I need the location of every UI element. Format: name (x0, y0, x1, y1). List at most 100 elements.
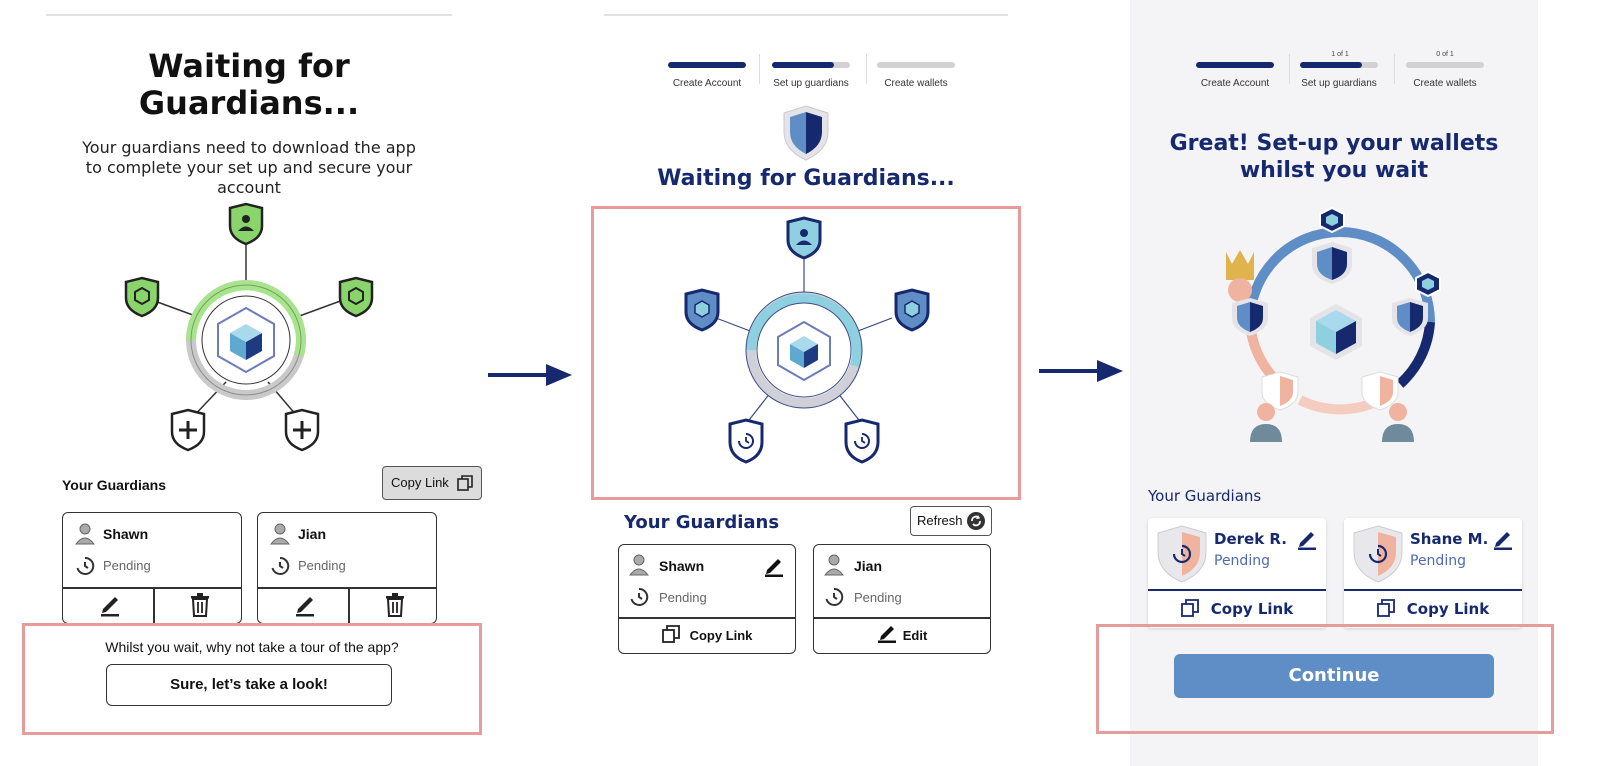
top-divider (46, 14, 452, 16)
edit-pencil-icon (877, 626, 896, 643)
card-divider (814, 617, 990, 619)
pending-clock-icon (271, 556, 290, 575)
step-count: 0 of 1 (1436, 51, 1454, 58)
trash-icon[interactable] (384, 593, 406, 617)
tour-prompt: Whilst you wait, why not take a tour of … (105, 639, 399, 655)
copy-icon (1180, 599, 1199, 617)
step-progress-fill (772, 62, 834, 68)
pending-clock-icon (630, 587, 649, 606)
trash-icon[interactable] (189, 593, 211, 617)
pending-clock-icon (825, 587, 844, 606)
highlight-box (22, 623, 482, 735)
guardian-card: Shane M. Pending Copy Link (1344, 518, 1522, 628)
user-icon (270, 523, 290, 545)
card-divider (258, 587, 436, 589)
step-label: Set up guardians (773, 78, 849, 89)
flow-arrow-icon (1039, 360, 1123, 382)
guardian-status: Pending (854, 590, 902, 605)
edit-label: Edit (902, 628, 928, 643)
card-divider (153, 587, 155, 623)
copy-icon (1376, 599, 1395, 617)
edit-button[interactable]: Edit (814, 619, 990, 653)
guardian-card: Jian Pending (257, 512, 437, 624)
user-icon (629, 554, 649, 576)
copy-icon (661, 625, 680, 643)
step-count: 1 of 1 (1331, 51, 1349, 58)
guardian-name: Derek R. (1214, 530, 1287, 548)
guardian-active-shield-icon (228, 202, 264, 246)
take-tour-button[interactable]: Sure, let’s take a look! (106, 664, 392, 706)
card-divider (348, 587, 350, 623)
refresh-button[interactable]: Refresh (910, 506, 992, 536)
guardian-card: Shawn Pending (62, 512, 242, 624)
copy-link-label: Copy Link (391, 475, 449, 490)
step-label: Create wallets (1413, 78, 1477, 89)
guardian-name: Shane M. (1410, 530, 1489, 548)
guardian-card: Jian Pending Edit (813, 544, 991, 654)
copy-link-button[interactable]: Copy Link (619, 619, 795, 653)
guardian-status: Pending (659, 590, 707, 605)
step-separator (1289, 54, 1290, 84)
step-progress-bar (1196, 62, 1274, 68)
copy-link-label: Copy Link (1406, 600, 1490, 618)
continue-button[interactable]: Continue (1174, 654, 1494, 698)
step-separator (866, 54, 867, 84)
guardian-status: Pending (1214, 553, 1270, 569)
page-title: Waiting for Guardians... (657, 166, 955, 191)
step-progress-fill (1300, 62, 1362, 68)
guardians-heading: Your Guardians (624, 512, 780, 533)
refresh-label: Refresh (917, 513, 963, 528)
step-progress-bar (668, 62, 746, 68)
guardian-card: Derek R. Pending Copy Link (1148, 518, 1326, 628)
edit-pencil-icon[interactable] (1296, 528, 1318, 550)
guardians-heading: Your Guardians (62, 477, 166, 493)
user-icon (824, 554, 844, 576)
crown-icon (1226, 250, 1254, 302)
user-icon (75, 523, 95, 545)
guardian-network-illustration (124, 202, 374, 452)
step-separator (1394, 54, 1395, 84)
copy-link-button[interactable]: Copy Link (1344, 592, 1522, 626)
step-label: Create Account (672, 78, 742, 89)
guardian-name: Jian (854, 558, 883, 574)
step-label: Create Account (1200, 78, 1270, 89)
highlight-box (1096, 624, 1554, 734)
guardian-name: Shawn (103, 526, 149, 542)
screen-3-setup-wallets: Create Account 1 of 1 Set up guardians 0… (1130, 0, 1538, 766)
step-label: Set up guardians (1301, 78, 1377, 89)
guardian-network-illustration (684, 216, 930, 464)
guardians-heading: Your Guardians (1148, 487, 1262, 505)
copy-link-button[interactable]: Copy Link (382, 466, 482, 500)
card-divider (619, 617, 795, 619)
pending-clock-icon (76, 556, 95, 575)
guardian-name: Jian (298, 526, 327, 542)
step-progress-bar (1406, 62, 1484, 68)
copy-link-label: Copy Link (1210, 600, 1294, 618)
step-progress-bar (877, 62, 955, 68)
step-label: Create wallets (884, 78, 948, 89)
pending-shield-icon (1353, 525, 1403, 583)
edit-pencil-icon[interactable] (99, 593, 121, 617)
edit-pencil-icon[interactable] (1492, 528, 1514, 550)
pending-shield-icon (1157, 525, 1207, 583)
edit-pencil-icon[interactable] (763, 555, 785, 577)
guardian-status: Pending (298, 558, 346, 573)
copy-link-button[interactable]: Copy Link (1148, 592, 1326, 626)
card-divider (1148, 589, 1326, 591)
shield-logo-icon (783, 105, 829, 161)
edit-pencil-icon[interactable] (294, 593, 316, 617)
page-subtitle: Your guardians need to download the app … (82, 138, 416, 197)
guardian-card: Shawn Pending Copy Link (618, 544, 796, 654)
highlight-box (591, 206, 1021, 500)
screen-1-waiting-wireframe: Waiting for Guardians... Your guardians … (46, 0, 482, 766)
guardian-status: Pending (1410, 553, 1466, 569)
guardian-status: Pending (103, 558, 151, 573)
step-separator (759, 54, 760, 84)
card-divider (1344, 589, 1522, 591)
copy-link-label: Copy Link (689, 628, 753, 643)
screen-2-waiting: Create Account Set up guardians Create w… (604, 0, 1008, 766)
guardian-active-shield-icon (786, 216, 822, 260)
copy-icon (457, 475, 473, 491)
page-title: Waiting for Guardians... (138, 47, 360, 122)
guardian-name: Shawn (659, 558, 705, 574)
